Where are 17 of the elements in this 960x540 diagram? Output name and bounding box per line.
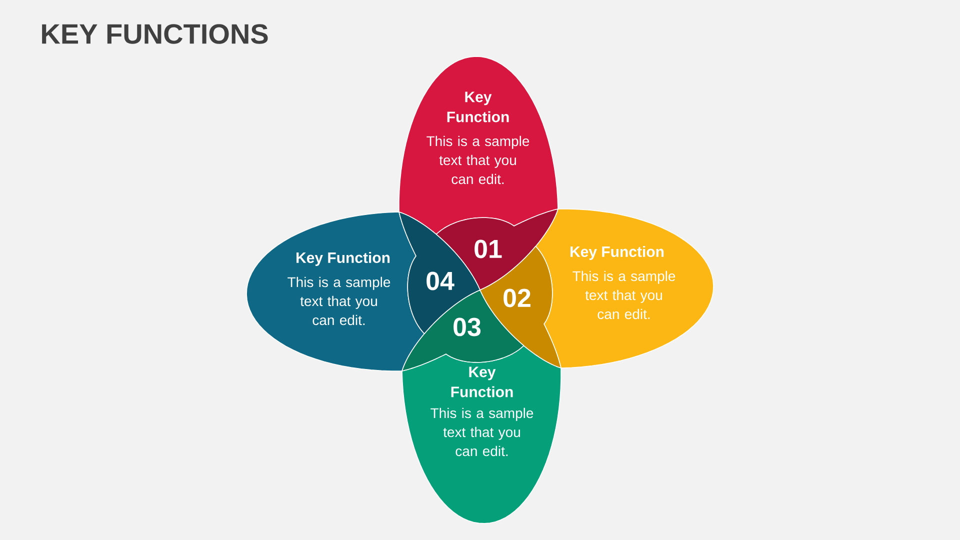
number: 04	[426, 272, 454, 290]
number: 01	[474, 240, 502, 258]
title: KEY FUNCTIONS	[42, 24, 268, 44]
petal-text: This is a sample text that you can edit.	[426, 136, 530, 184]
petal	[535, 208, 714, 368]
petal	[398, 56, 558, 235]
petal-heading: Key Function	[296, 252, 390, 266]
petal-text: This is a sample text that you can edit.	[430, 408, 534, 456]
petal	[402, 345, 562, 524]
petal	[246, 212, 425, 372]
petal-heading: Key Function	[570, 246, 664, 260]
petal-heading: Key Function	[447, 92, 509, 122]
petal-heading: Key Function	[451, 366, 513, 398]
number: 03	[454, 318, 481, 336]
petal-text: This is a sample text that you can edit.	[288, 276, 390, 326]
number: 02	[504, 288, 530, 308]
petal-text: This is a sample text that you can edit.	[572, 270, 676, 320]
